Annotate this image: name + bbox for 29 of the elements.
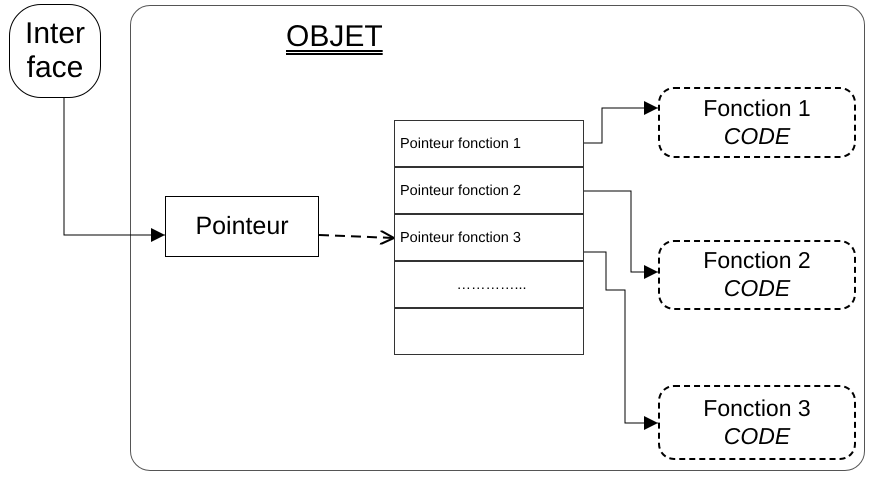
node-label: Inter face (24, 16, 86, 86)
code-label: CODE (724, 122, 790, 150)
arrow (584, 190, 658, 279)
cell-text: Pointeur fonction 1 (400, 136, 521, 152)
table-cell (394, 167, 584, 214)
title-text: OBJET (286, 20, 383, 54)
code-label: CODE (724, 422, 790, 450)
node-label: Pointeur (195, 212, 289, 241)
code-label: CODE (724, 275, 790, 303)
function-box (658, 385, 856, 460)
table-cell (394, 261, 584, 308)
arrow (318, 229, 396, 246)
cell-text: Pointeur fonction 2 (400, 182, 521, 198)
arrow (584, 101, 658, 144)
table-cell (394, 214, 584, 261)
function-name: Fonction 1 (703, 94, 811, 122)
cell-text: …………... (456, 276, 527, 292)
interface-node (9, 4, 101, 98)
function-box (658, 240, 856, 310)
cell-text: Pointeur fonction 3 (400, 230, 521, 246)
pointer-box (165, 196, 319, 257)
function-name: Fonction 2 (703, 247, 811, 275)
object-container (130, 5, 865, 471)
arrow (64, 98, 166, 242)
arrow (584, 252, 658, 430)
function-box (658, 87, 856, 158)
table-cell (394, 308, 584, 355)
table-cell (394, 120, 584, 167)
function-name: Fonction 3 (703, 394, 811, 422)
